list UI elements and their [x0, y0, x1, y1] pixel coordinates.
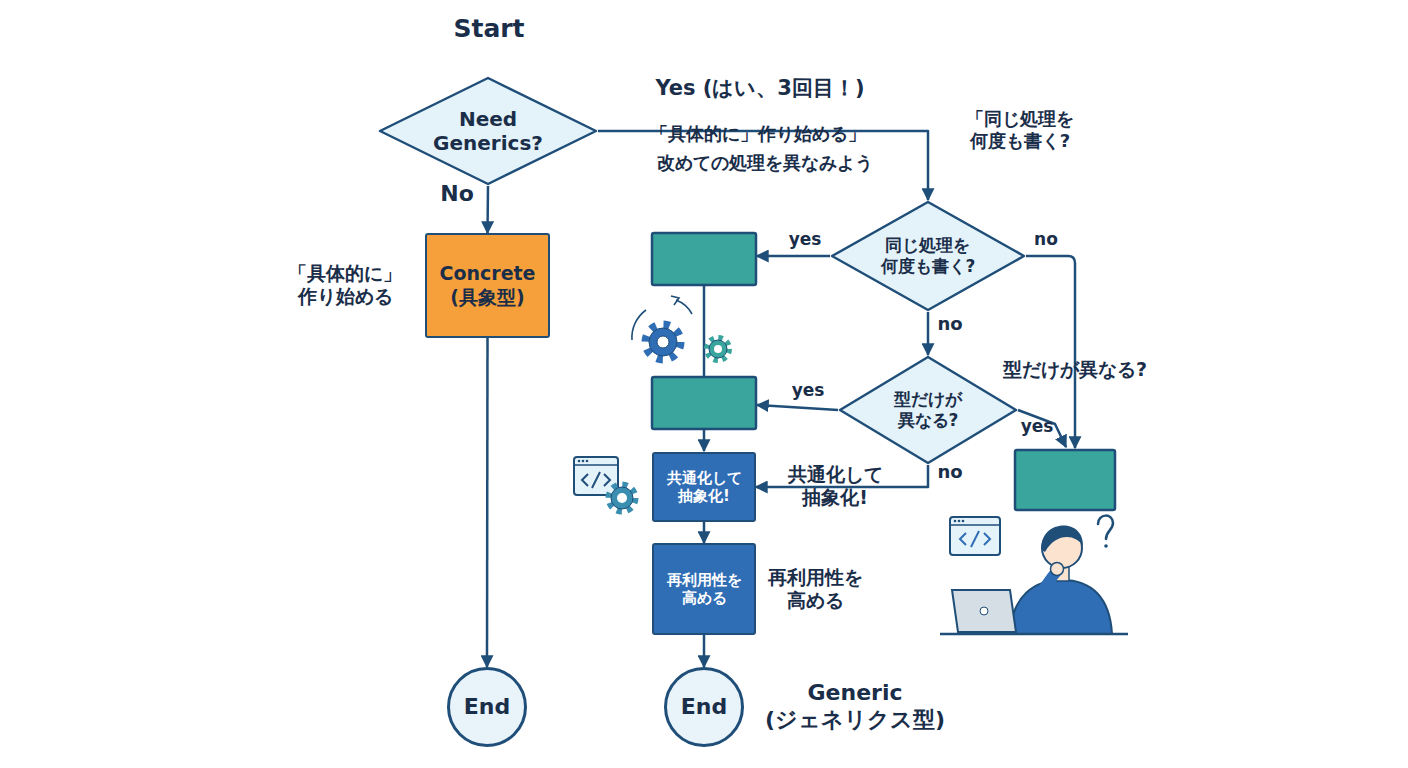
gear-teeth: [646, 325, 680, 359]
flow-connector: [486, 186, 489, 233]
code-icon: [574, 457, 618, 495]
annotation-label: 型だけが異なる?: [1003, 358, 1147, 381]
flow-arrow: [703, 429, 706, 451]
person-hand: [1051, 563, 1064, 576]
edge-label: No: [440, 181, 474, 208]
gear-icon: [609, 485, 635, 511]
annotation-label: 「具体的に」 作り始める: [288, 262, 402, 308]
desk-line: [940, 633, 1128, 636]
rotation-arc: [676, 300, 692, 314]
annotation-label: 改めての処理を異なみよう: [657, 152, 873, 174]
code-glyph: [960, 533, 966, 545]
code-glyph: [592, 472, 600, 488]
annotation-label: Start: [453, 14, 524, 45]
node-text: End: [681, 694, 727, 721]
node-text: 再利用性を 高める: [667, 571, 742, 608]
window-dot: [958, 520, 961, 523]
diamond-shape: [380, 78, 596, 184]
code-window-bar: [574, 464, 618, 466]
empty-box: [652, 233, 756, 285]
gear-teeth: [609, 485, 635, 511]
gear-icon: [707, 338, 729, 360]
empty-box: [652, 377, 756, 429]
flow-arrow: [757, 255, 830, 258]
flow-arrow: [757, 405, 838, 410]
laptop-screen: [952, 590, 1016, 632]
flow-connector: [927, 312, 930, 355]
window-dot: [578, 460, 581, 463]
annotation-label: 「同じ処理を 何度も書く?: [966, 108, 1074, 152]
person-arm: [1030, 572, 1056, 610]
diamond-shape: [840, 357, 1016, 463]
decision-diamond: 型だけが 異なる?: [838, 355, 1018, 465]
code-glyph: [604, 474, 610, 486]
window-dot: [582, 460, 585, 463]
node-text: 同じ処理を 何度も書く?: [881, 235, 976, 276]
terminal-circle: End: [447, 667, 527, 747]
code-icon: [950, 517, 1000, 555]
window-dot: [954, 520, 957, 523]
process-box: 共通化して 抽象化!: [652, 452, 756, 522]
laptop-logo: [980, 607, 988, 615]
question-dot: [1104, 544, 1108, 548]
annotation-label: 再利用性を 高める: [768, 566, 863, 612]
flow-connector: [703, 522, 706, 543]
node-text: Concrete (具象型): [439, 262, 535, 308]
gear-hole: [617, 493, 627, 503]
gear-teeth: [707, 338, 729, 360]
rotation-arrow-tip: [671, 296, 679, 305]
code-glyph: [971, 531, 979, 547]
gear-icon: [646, 325, 680, 359]
gear-hole: [657, 336, 669, 348]
thinking-person: [940, 516, 1128, 634]
question-mark: [1098, 516, 1113, 539]
code-glyph: [582, 474, 588, 486]
person-hair: [1042, 525, 1083, 552]
terminal-circle: End: [664, 667, 744, 747]
edge-label: Yes (はい、3回目！): [655, 76, 864, 102]
flow-line: [703, 285, 706, 377]
node-text: Need Generics?: [433, 107, 543, 156]
window-dot: [586, 460, 589, 463]
annotation-label: 共通化して 抽象化!: [788, 463, 883, 509]
flow-connector: [486, 338, 489, 667]
gear-hole: [714, 345, 722, 353]
annotation-label: no: [1034, 229, 1058, 250]
edge-label: no: [937, 461, 962, 483]
flow-arrow: [1018, 410, 1066, 447]
gear-body: [649, 328, 677, 356]
diamond-shape: [832, 202, 1024, 310]
process-box: Concrete (具象型): [425, 233, 550, 338]
annotation-label: yes: [792, 380, 825, 401]
annotation-label: yes: [1021, 416, 1054, 437]
annotation-label: yes: [789, 229, 822, 250]
window-dot: [962, 520, 965, 523]
edge-label: no: [937, 313, 962, 335]
annotation-label: 「具体的に」作り始める」: [650, 123, 866, 145]
code-window: [950, 517, 1000, 555]
decision-diamond: 同じ処理を 何度も書く?: [830, 200, 1026, 312]
node-text: 共通化して 抽象化!: [667, 469, 742, 506]
code-window: [574, 457, 618, 495]
code-glyph: [984, 533, 990, 545]
flow-connector: [703, 635, 706, 667]
gear-body: [709, 340, 727, 358]
decision-diamond: Need Generics?: [378, 76, 598, 186]
rotation-arc: [632, 310, 646, 340]
node-text: 型だけが 異なる?: [894, 389, 962, 430]
empty-box: [1015, 450, 1115, 510]
node-text: End: [464, 694, 510, 721]
code-window-bar: [950, 524, 1000, 526]
gear-body: [611, 487, 633, 509]
annotation-label: Generic (ジェネリクス型): [765, 680, 945, 734]
process-box: 再利用性を 高める: [652, 543, 756, 635]
person-body: [1010, 580, 1112, 634]
